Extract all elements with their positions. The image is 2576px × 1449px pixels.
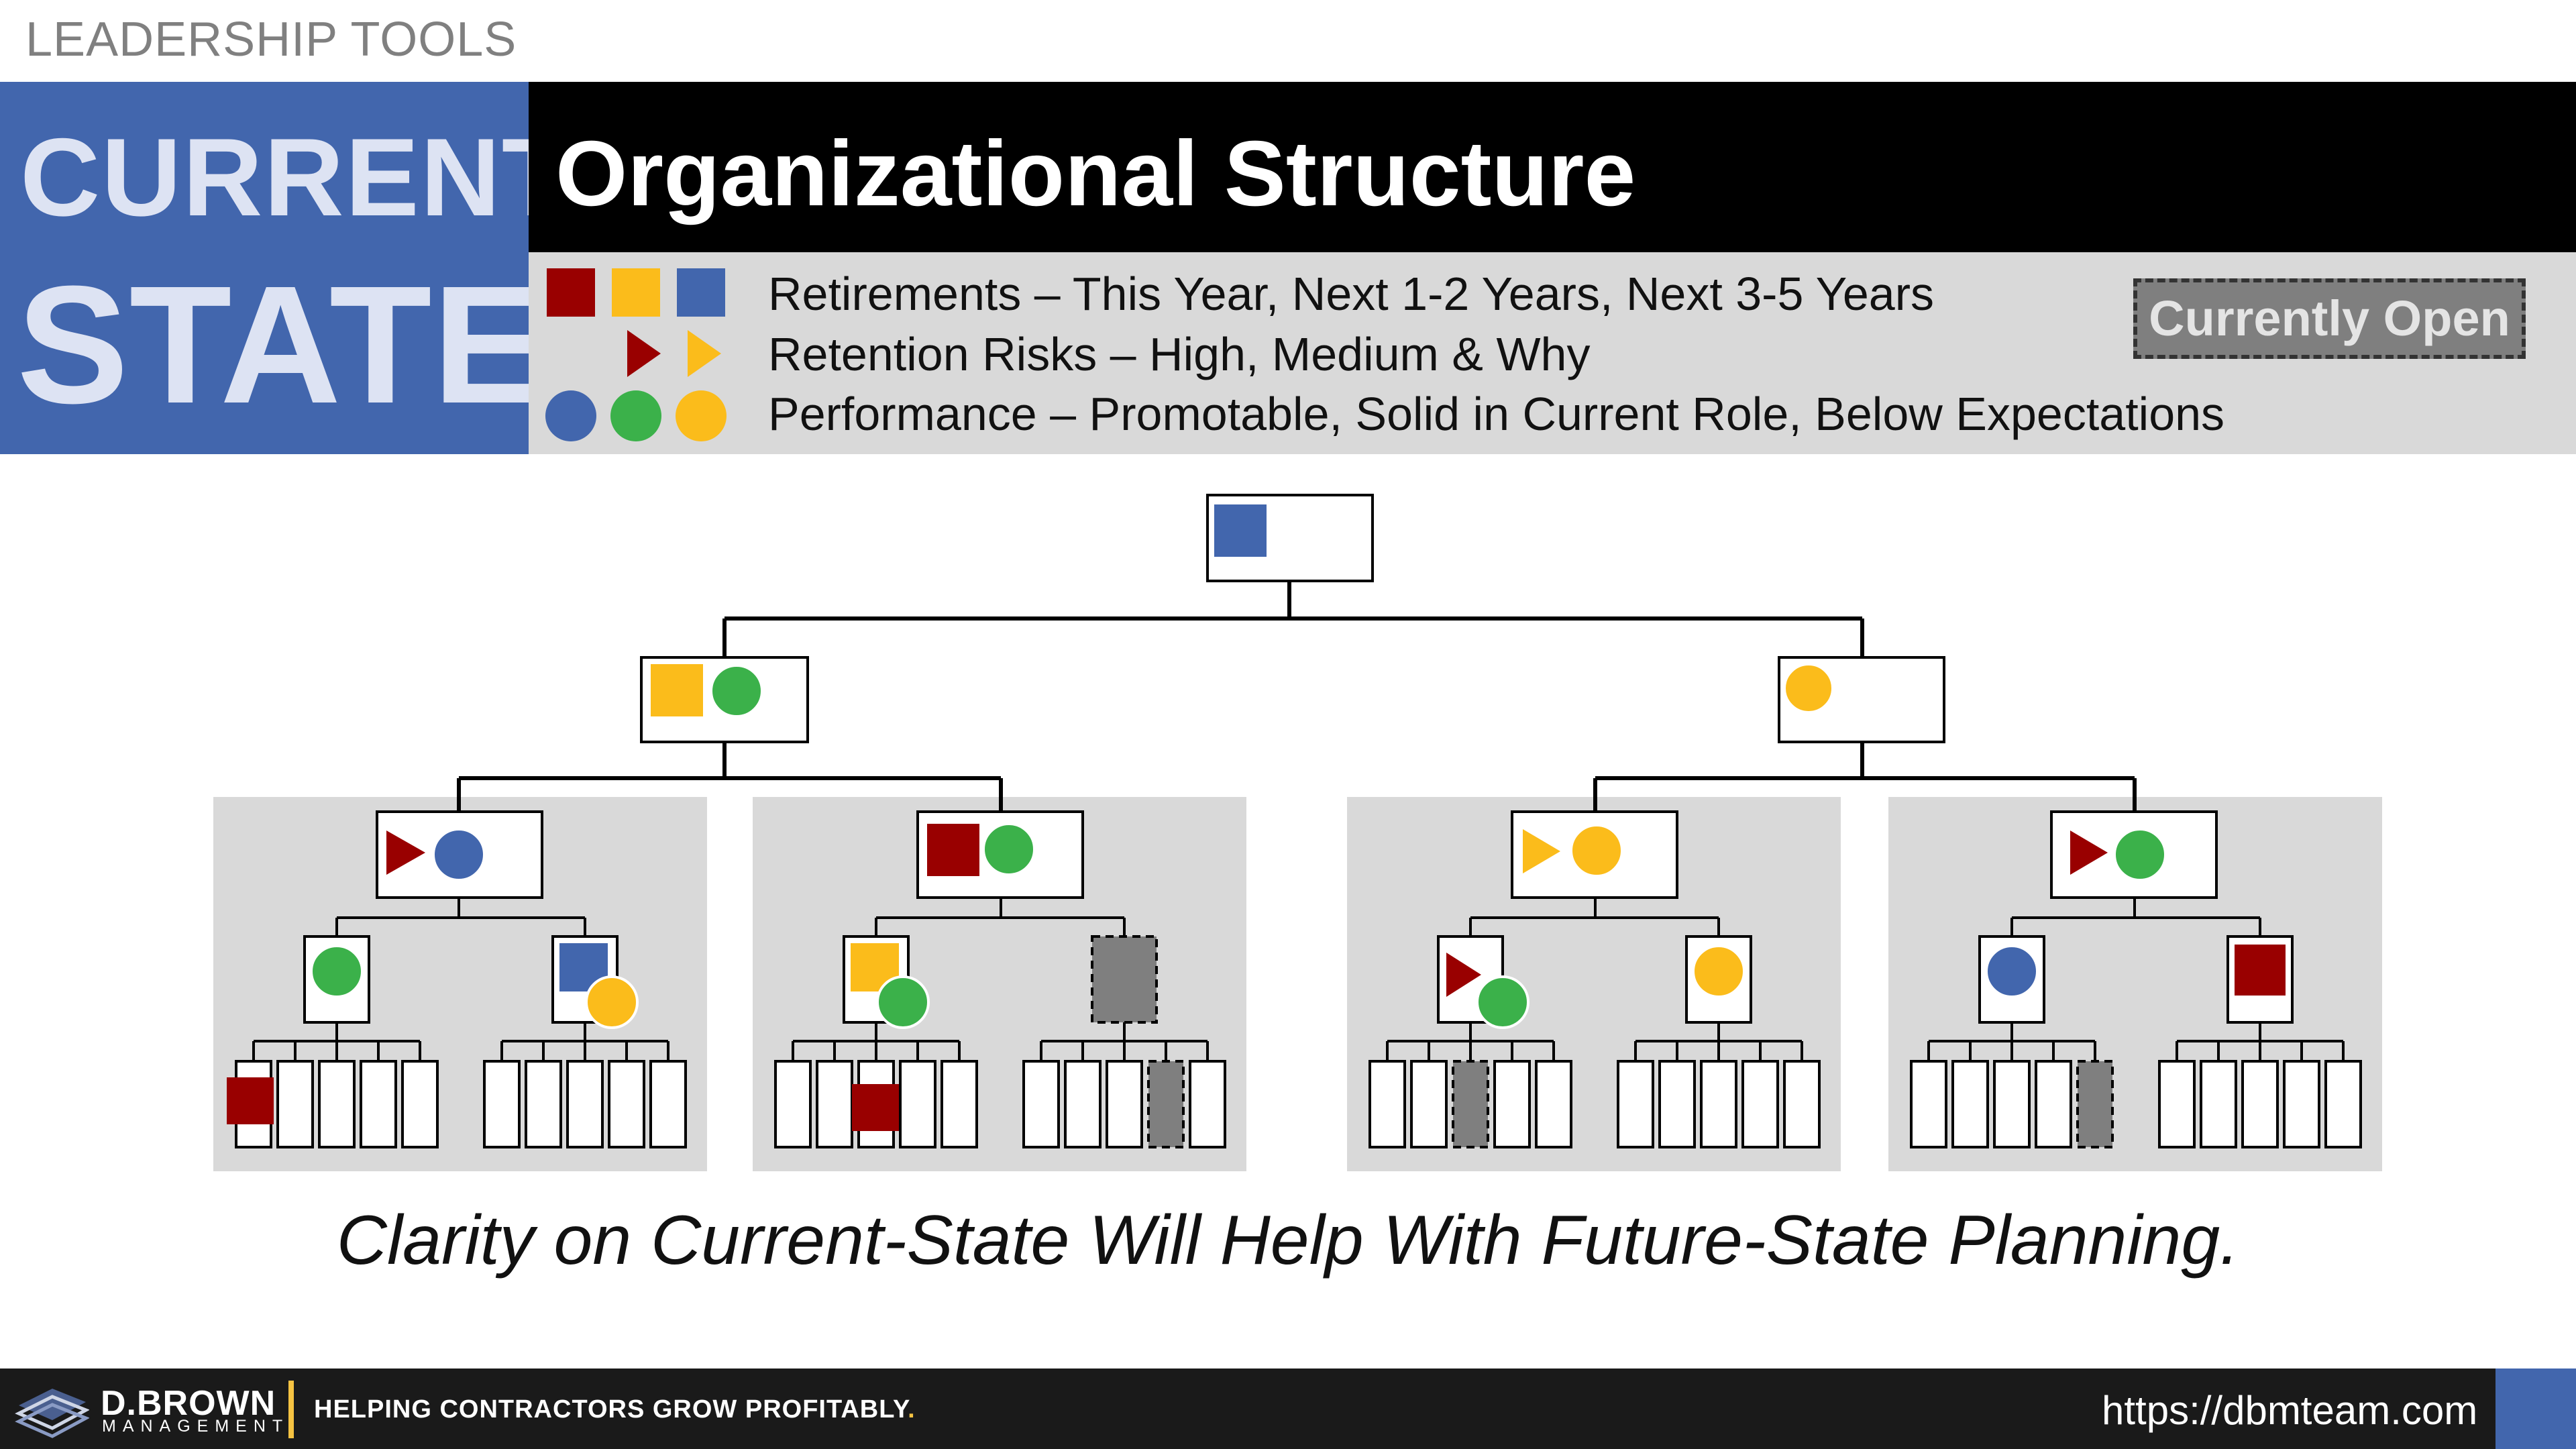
footer-accent: [2496, 1368, 2576, 1449]
performance-below-icon: [1570, 824, 1623, 877]
brand-divider: [288, 1381, 294, 1438]
legend-circle-promotable-icon: [545, 390, 596, 441]
staff-box: [1368, 1060, 1406, 1148]
brand-name: D.BROWN: [101, 1384, 276, 1423]
retire-3-5-years-icon: [1214, 504, 1267, 557]
open-position-box: [1452, 1060, 1489, 1148]
staff-box: [1700, 1060, 1737, 1148]
risk-high-icon: [386, 830, 425, 875]
staff-box: [360, 1060, 397, 1148]
staff-box: [2241, 1060, 2279, 1148]
staff-box: [2324, 1060, 2362, 1148]
staff-box: [1993, 1060, 2031, 1148]
footer-tagline-text: HELPING CONTRACTORS GROW PROFITABLY: [314, 1395, 908, 1424]
brand-logo-icon: [15, 1389, 89, 1438]
staff-box: [1910, 1060, 1947, 1148]
performance-promotable-icon: [432, 828, 486, 881]
performance-indicator-icon: [310, 945, 364, 998]
performance-below-icon: [1783, 663, 1834, 714]
retire-this-year-icon: [227, 1077, 274, 1124]
legend-square-retire-3-5-icon: [677, 268, 725, 317]
staff-box: [816, 1060, 853, 1148]
staff-box: [1951, 1060, 1989, 1148]
performance-indicator-icon: [585, 975, 639, 1029]
performance-indicator-icon: [876, 975, 930, 1029]
staff-box: [2283, 1060, 2320, 1148]
legend-circle-below-icon: [676, 390, 727, 441]
footer-bar: [0, 1368, 2576, 1449]
staff-box: [649, 1060, 687, 1148]
retire-1-2-years-icon: [651, 664, 703, 716]
staff-box: [1106, 1060, 1143, 1148]
brand-subtitle: MANAGEMENT: [102, 1417, 290, 1436]
section-kicker: LEADERSHIP TOOLS: [25, 13, 517, 66]
staff-box: [525, 1060, 562, 1148]
website-link[interactable]: https://dbmteam.com: [2102, 1388, 2478, 1433]
performance-solid-icon: [710, 664, 763, 718]
staff-box: [1189, 1060, 1226, 1148]
performance-indicator-icon: [1692, 945, 1746, 998]
retirement-indicator-icon: [2235, 945, 2286, 996]
staff-box: [1493, 1060, 1531, 1148]
legend-triangle-risk-high-icon: [627, 330, 661, 377]
legend-square-retire-1-2-icon: [612, 268, 660, 317]
staff-box: [2158, 1060, 2196, 1148]
staff-box: [1535, 1060, 1572, 1148]
retire-this-year-icon: [927, 824, 979, 876]
staff-box: [2035, 1060, 2072, 1148]
staff-box: [899, 1060, 936, 1148]
current-state-block: [0, 82, 529, 454]
performance-indicator-icon: [1985, 945, 2039, 998]
staff-box: [566, 1060, 604, 1148]
staff-box: [774, 1060, 812, 1148]
tagline: Clarity on Current-State Will Help With …: [336, 1201, 2240, 1279]
staff-box: [401, 1060, 439, 1148]
staff-box: [1410, 1060, 1448, 1148]
staff-box: [1064, 1060, 1102, 1148]
staff-box: [276, 1060, 314, 1148]
legend-triangle-risk-medium-icon: [688, 330, 721, 377]
risk-medium-icon: [1523, 829, 1560, 873]
legend-circle-solid-icon: [610, 390, 661, 441]
staff-box: [1783, 1060, 1821, 1148]
legend-performance: Performance – Promotable, Solid in Curre…: [768, 388, 2225, 440]
staff-box: [318, 1060, 356, 1148]
staff-box: [483, 1060, 521, 1148]
legend-square-retire-this-year-icon: [547, 268, 595, 317]
staff-box: [608, 1060, 645, 1148]
currently-open-badge: Currently Open: [2133, 278, 2526, 359]
page-title: Organizational Structure: [555, 122, 1636, 225]
title-bar: [529, 82, 2576, 252]
staff-box: [1741, 1060, 1779, 1148]
staff-box: [1658, 1060, 1696, 1148]
performance-solid-icon: [982, 822, 1036, 876]
legend-retention: Retention Risks – High, Medium & Why: [768, 328, 1591, 380]
risk-high-icon: [2070, 830, 2108, 875]
open-position-box: [2076, 1060, 2114, 1148]
retire-this-year-icon: [852, 1084, 899, 1131]
footer-tagline: HELPING CONTRACTORS GROW PROFITABLY.: [314, 1395, 916, 1424]
block-title-current: CURRENT: [20, 115, 571, 239]
staff-box: [1022, 1060, 1060, 1148]
staff-box: [941, 1060, 978, 1148]
staff-box: [2200, 1060, 2237, 1148]
legend-retirements: Retirements – This Year, Next 1-2 Years,…: [768, 268, 1935, 320]
open-position-box: [1091, 935, 1158, 1024]
block-title-state: STATE: [17, 251, 545, 438]
open-position-box: [1147, 1060, 1185, 1148]
performance-solid-icon: [2113, 828, 2167, 881]
footer-tagline-dot: .: [908, 1395, 916, 1424]
performance-indicator-icon: [1476, 975, 1529, 1029]
staff-box: [1617, 1060, 1654, 1148]
risk-indicator-icon: [1446, 953, 1481, 997]
